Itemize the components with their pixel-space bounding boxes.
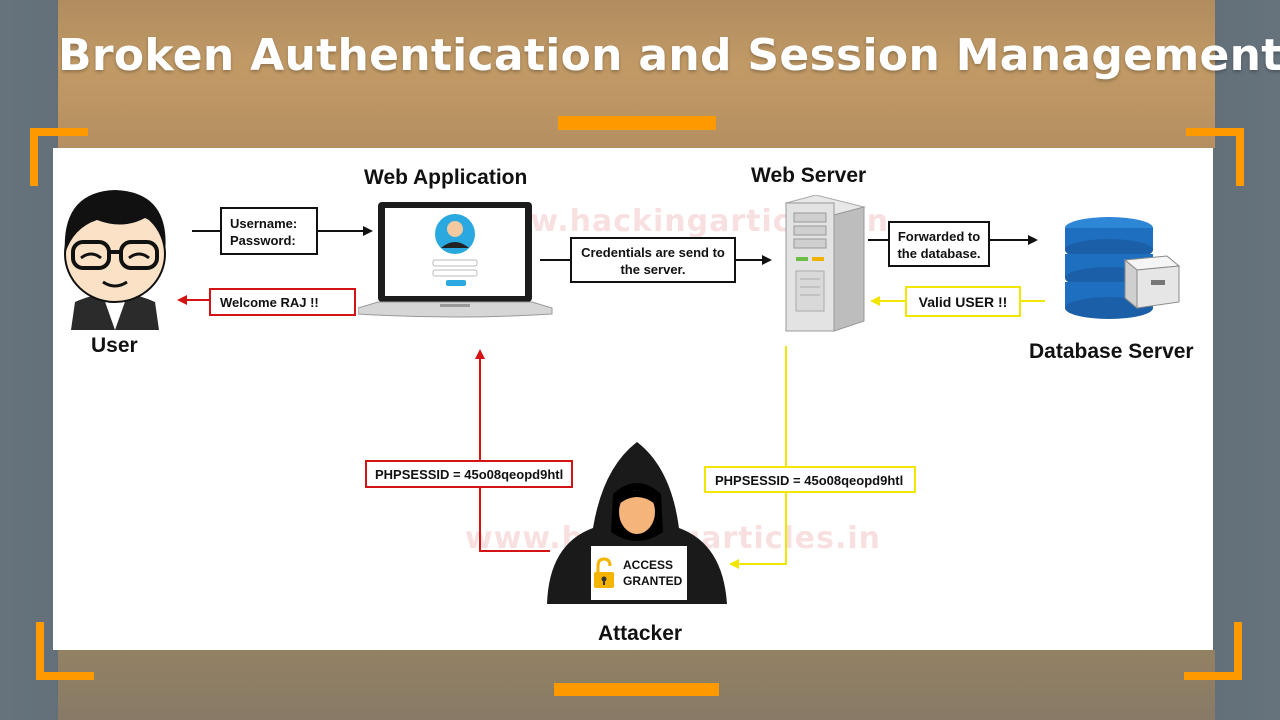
credentials-sent-box: Credentials are send to the server. (570, 237, 736, 283)
corner-bracket-bottom-left (36, 622, 94, 680)
username-label: Username: (230, 216, 298, 231)
valid-user-text: Valid USER !! (918, 294, 1008, 310)
database-icon (1065, 217, 1181, 319)
access-text-line1: ACCESS (623, 558, 674, 572)
user-avatar-icon (64, 190, 166, 330)
label-user: User (91, 334, 138, 357)
label-web-server: Web Server (751, 164, 867, 187)
label-web-application: Web Application (364, 166, 528, 189)
valid-user-box: Valid USER !! (905, 286, 1021, 317)
corner-bracket-bottom-right (1184, 622, 1242, 680)
credentials-box: Username: Password: (220, 207, 318, 255)
arrow-attacker-to-webapp (479, 488, 550, 552)
hacker-icon (547, 442, 727, 604)
corner-bracket-top-left (30, 128, 88, 186)
diagram-canvas: www.hackingarticles.in www.hackingarticl… (53, 148, 1213, 650)
credentials-sent-line2: the server. (620, 262, 686, 277)
arrow-session-to-attacker (729, 493, 787, 569)
welcome-box: Welcome RAJ !! (209, 288, 356, 316)
session-id-yellow-text: PHPSESSID = 45o08qeopd9htl (715, 473, 904, 488)
password-label: Password: (230, 233, 296, 248)
forwarded-line2: the database. (897, 246, 981, 261)
corner-bracket-top-right (1186, 128, 1244, 186)
welcome-text: Welcome RAJ !! (220, 295, 319, 310)
access-text-line2: GRANTED (623, 574, 683, 588)
flow-arrows (177, 226, 1045, 569)
laptop-icon (358, 202, 553, 318)
server-tower-icon (784, 195, 866, 332)
label-database-server: Database Server (1029, 340, 1194, 363)
access-granted-text: ACCESS GRANTED (623, 557, 682, 589)
session-id-red-box: PHPSESSID = 45o08qeopd9htl (365, 460, 573, 488)
session-id-red-text: PHPSESSID = 45o08qeopd9htl (375, 467, 564, 482)
page-title: Broken Authentication and Session Manage… (58, 30, 1280, 81)
session-id-yellow-box: PHPSESSID = 45o08qeopd9htl (704, 466, 916, 493)
credentials-sent-line1: Credentials are send to (581, 245, 725, 260)
label-attacker: Attacker (598, 622, 683, 645)
accent-bar-bottom (554, 683, 719, 696)
accent-bar-top (558, 116, 716, 130)
forwarded-line1: Forwarded to (897, 229, 981, 244)
forwarded-box: Forwarded to the database. (888, 221, 990, 267)
padlock-icon (594, 557, 614, 588)
